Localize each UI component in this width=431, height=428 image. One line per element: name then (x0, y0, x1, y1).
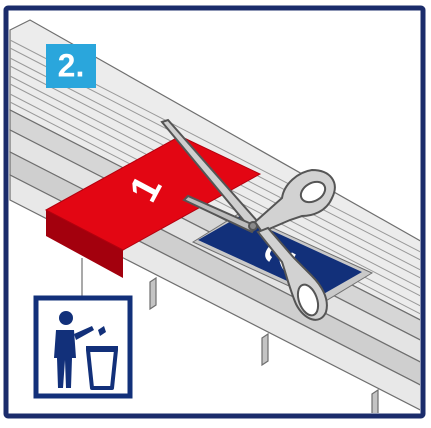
step-number: 2. (58, 47, 85, 83)
step-badge: 2. (46, 44, 96, 88)
trash-disposal-icon (36, 298, 130, 396)
